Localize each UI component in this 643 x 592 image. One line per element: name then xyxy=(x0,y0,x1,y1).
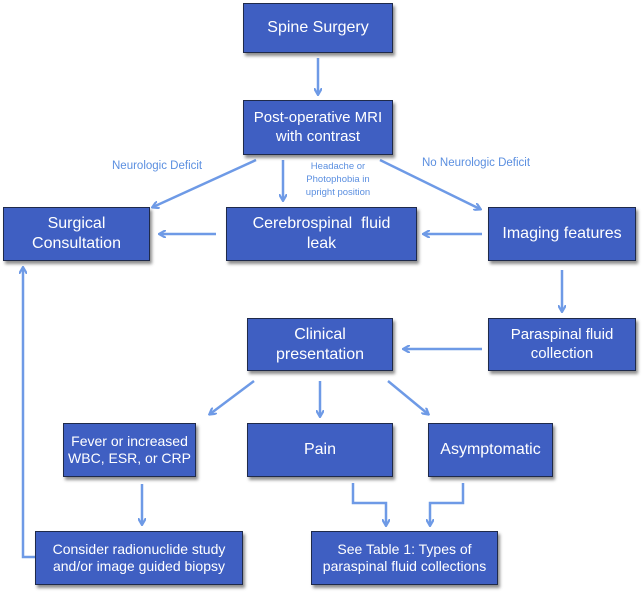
edge-label-line3: upright position xyxy=(305,186,371,198)
node-csf-leak: Cerebrospinal fluid leak xyxy=(226,207,417,261)
edge-label-line2: Photophobia in xyxy=(306,173,370,185)
node-clinical-presentation: Clinical presentation xyxy=(247,318,393,371)
node-label-line2: WBC, ESR, or CRP xyxy=(68,450,191,466)
node-label-line1: Clinical xyxy=(294,325,346,343)
node-imaging-features: Imaging features xyxy=(488,207,636,261)
node-spine-surgery: Spine Surgery xyxy=(243,3,393,53)
edge-label-text: Neurologic Deficit xyxy=(112,160,203,172)
node-pain: Pain xyxy=(247,423,393,477)
edge-label-line1: Headache or xyxy=(310,161,366,172)
edge-label-neurologic-deficit: Neurologic Deficit xyxy=(112,160,202,172)
node-label-line2: leak xyxy=(306,235,337,252)
node-asymptomatic: Asymptomatic xyxy=(428,423,553,477)
node-label-line2: and/or image guided biopsy xyxy=(52,558,225,574)
node-label: Asymptomatic xyxy=(440,441,541,458)
arrow-radionuclide-to-surgical xyxy=(23,268,35,559)
node-label-line1: Consider radionuclide study xyxy=(52,540,226,557)
arrow-mri-to-imaging xyxy=(379,158,480,209)
arrow-asymptomatic-to-table1 xyxy=(430,483,465,525)
node-post-op-mri: Post-operative MRI with contrast xyxy=(243,100,393,155)
node-paraspinal-fluid-collection: Paraspinal fluid collection xyxy=(488,318,636,371)
node-label-line2: paraspinal fluid collections xyxy=(322,558,487,574)
arrow-clinical-to-fever xyxy=(210,380,255,414)
edge-label-text: No Neurologic Deficit xyxy=(422,157,531,169)
node-label-line1: Paraspinal fluid xyxy=(510,325,614,343)
edge-label-no-neurologic-deficit: No Neurologic Deficit xyxy=(422,157,530,169)
arrow-mri-to-surgical xyxy=(153,158,257,207)
node-radionuclide-biopsy: Consider radionuclide study and/or image… xyxy=(35,531,243,585)
node-see-table-1: See Table 1: Types of paraspinal fluid c… xyxy=(311,531,498,585)
node-surgical-consultation: Surgical Consultation xyxy=(3,207,150,261)
edge-label-headache: Headache or Photophobia in upright posit… xyxy=(290,161,386,199)
node-fever: Fever or increased WBC, ESR, or CRP xyxy=(63,423,196,477)
node-label-line2: Consultation xyxy=(32,235,121,252)
node-label-line1: Surgical xyxy=(47,215,106,232)
node-label-line2: collection xyxy=(530,344,594,362)
node-label-line1: Cerebrospinal fluid xyxy=(252,215,391,232)
node-label-line1: Fever or increased xyxy=(71,432,188,449)
node-label-line2: presentation xyxy=(275,345,365,363)
node-label: Pain xyxy=(303,441,337,458)
node-label-line1: Post-operative MRI xyxy=(253,108,383,126)
node-label: Spine Surgery xyxy=(267,19,369,36)
arrow-pain-to-table1 xyxy=(351,483,386,525)
node-label-line2: with contrast xyxy=(275,127,361,145)
node-label: Imaging features xyxy=(502,225,622,242)
node-label-line1: See Table 1: Types of xyxy=(337,540,472,557)
arrow-clinical-to-asymptomatic xyxy=(387,380,428,414)
